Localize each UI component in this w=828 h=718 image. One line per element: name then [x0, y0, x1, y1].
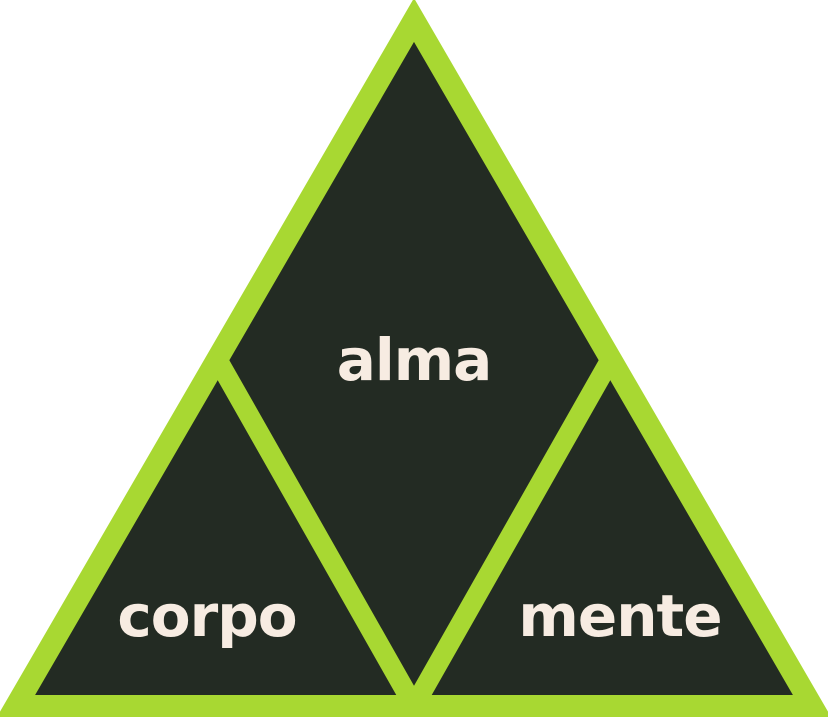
- divider-left-upper: [210, 354, 424, 716]
- label-top: alma: [337, 326, 492, 394]
- label-right: mente: [518, 582, 721, 650]
- label-left: corpo: [117, 582, 296, 650]
- divider-right-upper: [404, 354, 618, 716]
